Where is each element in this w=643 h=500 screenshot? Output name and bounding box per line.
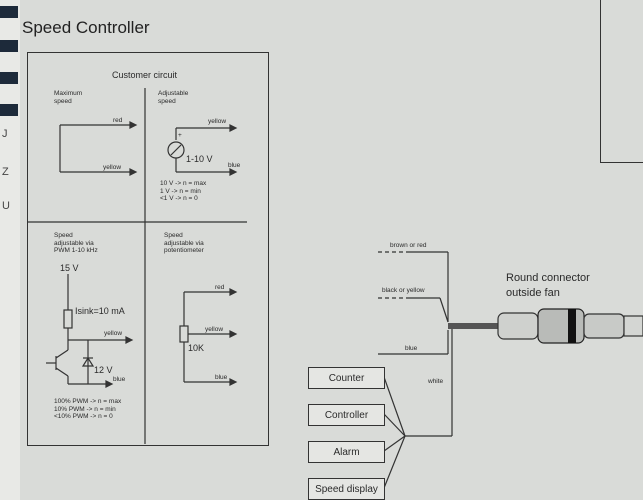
q2-wire-blue: blue — [228, 162, 241, 169]
adjacent-frame — [600, 0, 643, 163]
edge-letter: Z — [2, 166, 9, 178]
edge-tab — [0, 40, 18, 52]
panel-header: Customer circuit — [112, 70, 178, 80]
q2-voltage: 1-10 V — [186, 154, 213, 164]
edge-letter: J — [2, 128, 8, 140]
alarm-box: Alarm — [308, 441, 385, 463]
q2-notes: 10 V -> n = max 1 V -> n = min <1 V -> n… — [160, 180, 207, 202]
q4-label: Speed adjustable via potentiometer — [164, 232, 204, 254]
wire-brown-or-red: brown or red — [390, 242, 427, 249]
wire-white: white — [428, 378, 444, 385]
wire-blue: blue — [405, 345, 418, 352]
counter-box: Counter — [308, 367, 385, 389]
q2-wire-yellow: yellow — [208, 118, 227, 125]
q1-label: Maximum speed — [54, 90, 83, 105]
wire-black-or-yellow: black or yellow — [382, 287, 425, 294]
q2-plus: + — [178, 132, 182, 139]
q3-notes: 100% PWM -> n = max 10% PWM -> n = min <… — [54, 398, 122, 420]
speed-display-box: Speed display — [308, 478, 385, 500]
q3-label: Speed adjustable via PWM 1-10 kHz — [54, 232, 98, 254]
q2-label: Adjustable speed — [158, 90, 189, 105]
q4-wire-red: red — [215, 284, 225, 291]
customer-circuit-panel — [27, 52, 269, 446]
page-edge-strip — [0, 0, 20, 500]
edge-tab — [0, 72, 18, 84]
edge-letter: U — [2, 200, 10, 212]
q4-pot: 10K — [188, 343, 205, 353]
page-title: Speed Controller — [22, 18, 150, 37]
q3-zener: 12 V — [94, 365, 113, 375]
q3-wire-yellow: yellow — [104, 330, 123, 337]
q3-supply: 15 V — [60, 263, 79, 273]
edge-tab — [0, 104, 18, 116]
q4-wire-yellow: yellow — [205, 326, 224, 333]
edge-tab — [0, 6, 18, 18]
q1-wire-red: red — [113, 117, 123, 124]
q3-wire-blue: blue — [113, 376, 126, 383]
q4-wire-blue: blue — [215, 374, 228, 381]
q1-wire-yellow: yellow — [103, 164, 122, 171]
controller-box: Controller — [308, 404, 385, 426]
q3-sink: Isink=10 mA — [75, 306, 125, 316]
connector-label: Round connector outside fan — [506, 272, 590, 299]
